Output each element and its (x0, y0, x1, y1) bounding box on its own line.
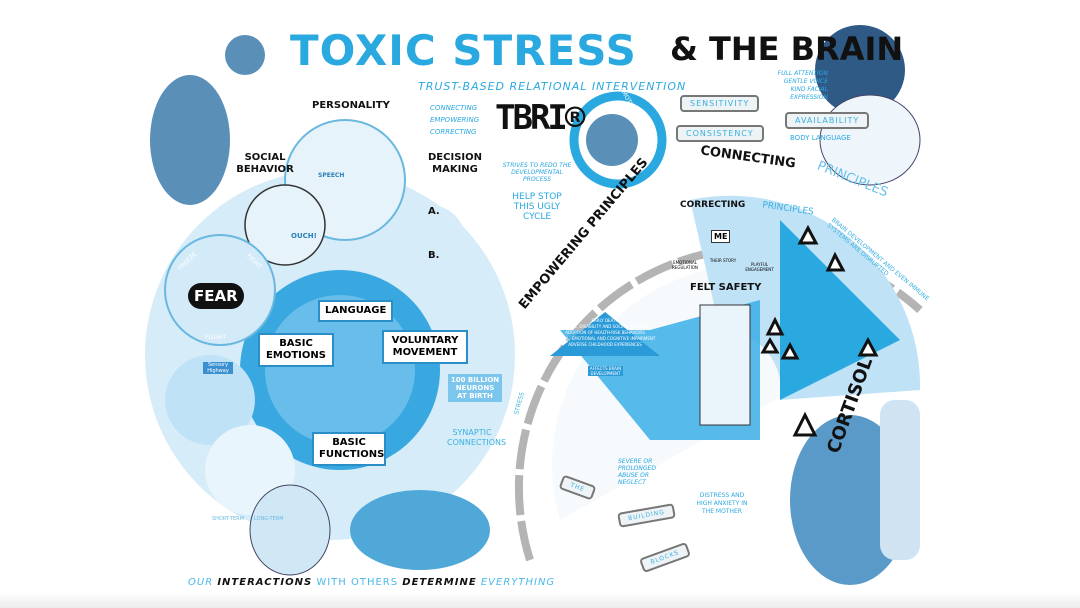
rail-sensitivity: SENSITIVITY (680, 95, 760, 112)
sensory-circle (165, 355, 255, 445)
option-b: B. (428, 250, 440, 261)
language-box: LANGUAGE (318, 300, 394, 322)
synaptic-label: SYNAPTIC CONNECTIONS (447, 428, 507, 447)
ace-pyramid-labels: EARLY DEATH DISEASE, DISABILITY AND SOCI… (555, 318, 656, 348)
bottom-shadow-band (0, 592, 1080, 608)
icon-label-their-story: THEIR STORY (709, 258, 737, 263)
ace-pyramid (550, 312, 660, 356)
tbri-help: HELP STOP THIS UGLY CYCLE (512, 192, 562, 222)
tbri-subtitle: TRUST-BASED RELATIONAL INTERVENTION (418, 80, 687, 93)
voluntary-movement-box: VOLUNTARY MOVEMENT (382, 330, 468, 364)
footer-word: INTERACTIONS (217, 577, 313, 588)
basic-emotions-box: BASIC EMOTIONS (258, 333, 334, 367)
memory-short-term: SHORT-TERM (212, 516, 244, 522)
pyramid-level: DISEASE, DISABILITY AND SOCIAL PROBLEMS (559, 324, 651, 329)
affects-brain-label: AFFECTS BRAIN DEVELOPMENT (588, 366, 623, 376)
cue-item: FULL ATTENTION (777, 70, 828, 77)
fear-ring-flight: FLIGHT (205, 334, 227, 341)
brick-tower (699, 304, 751, 426)
body-language-label: BODY LANGUAGE (790, 134, 851, 142)
footer-tagline: OUR INTERACTIONS WITH OTHERS DETERMINE E… (188, 577, 555, 588)
father-figure (150, 75, 230, 205)
footer-word: EVERYTHING (480, 577, 556, 588)
tbri-strives: STRIVES TO REDO THE DEVELOPMENTAL PROCES… (502, 162, 572, 183)
tbri-list: CONNECTING EMPOWERING CORRECTING (430, 102, 479, 138)
warning-triangles (760, 224, 879, 437)
tbri-logo: TBRI® (495, 98, 585, 138)
rail-availability: AVAILABILITY (785, 112, 870, 129)
me-book-icon: ME (711, 230, 731, 243)
tbri-list-item: CORRECTING (430, 128, 477, 136)
basic-functions-box: BASIC FUNCTIONS (312, 432, 386, 466)
ouch-label: OUCH! (291, 232, 317, 240)
mother-child (350, 490, 490, 570)
felt-safety-label: FELT SAFETY (690, 282, 762, 293)
tbri-list-item: CONNECTING (430, 104, 478, 112)
pyramid-level: EARLY DEATH (591, 318, 619, 323)
footer-word: OUR (188, 577, 214, 588)
pyramid-level: ADVERSE CHILDHOOD EXPERIENCES (568, 342, 642, 347)
correcting-label: CORRECTING (680, 200, 746, 210)
page-title: TOXIC STRESS (290, 26, 637, 75)
neurons-label: 100 BILLION NEURONS AT BIRTH (448, 374, 502, 402)
decision-making-label: DECISION MAKING (428, 152, 482, 175)
icon-label-playful-engagement: PLAYFUL ENGAGEMENT (745, 262, 774, 272)
child-figure (225, 35, 265, 75)
fear-badge: FEAR (188, 283, 244, 309)
puzzle-circle (244, 184, 326, 266)
icon-label-emotional-regulation: EMOTIONAL REGULATION (672, 260, 698, 270)
heart-lungs (249, 484, 331, 576)
option-a: A. (428, 206, 440, 217)
social-behavior-label: SOCIAL BEHAVIOR (236, 152, 294, 175)
footer-word: DETERMINE (402, 577, 477, 588)
personality-label: PERSONALITY (312, 100, 390, 111)
tbri-list-item: EMPOWERING (430, 116, 480, 124)
page-title-secondary: & THE BRAIN (670, 30, 904, 68)
caregiver-hair (815, 25, 905, 115)
pyramid-level: SOCIAL, EMOTIONAL AND COGNITIVE IMPAIRME… (554, 336, 656, 341)
rail-consistency: CONSISTENCY (676, 125, 764, 142)
distress-label: DISTRESS AND HIGH ANXIETY IN THE MOTHER (696, 492, 748, 515)
caregiver-cues: FULL ATTENTION GENTLE VOICE KIND FACIAL … (768, 70, 828, 102)
speech-label: SPEECH (318, 172, 345, 179)
cue-item: KIND FACIAL EXPRESSION (790, 86, 828, 101)
pyramid-level: ADOPTION OF HEALTH-RISK BEHAVIORS (565, 330, 645, 335)
footer-word: WITH OTHERS (316, 577, 399, 588)
abuse-label: SEVERE OR PROLONGED ABUSE OR NEGLECT (618, 458, 656, 486)
distressed-man (880, 400, 920, 560)
choice-circle (395, 205, 465, 275)
cue-item: GENTLE VOICE (783, 78, 828, 85)
memory-long-term: LONG-TERM (254, 516, 284, 522)
sensory-highway-sign: Sensory Highway (203, 362, 233, 374)
